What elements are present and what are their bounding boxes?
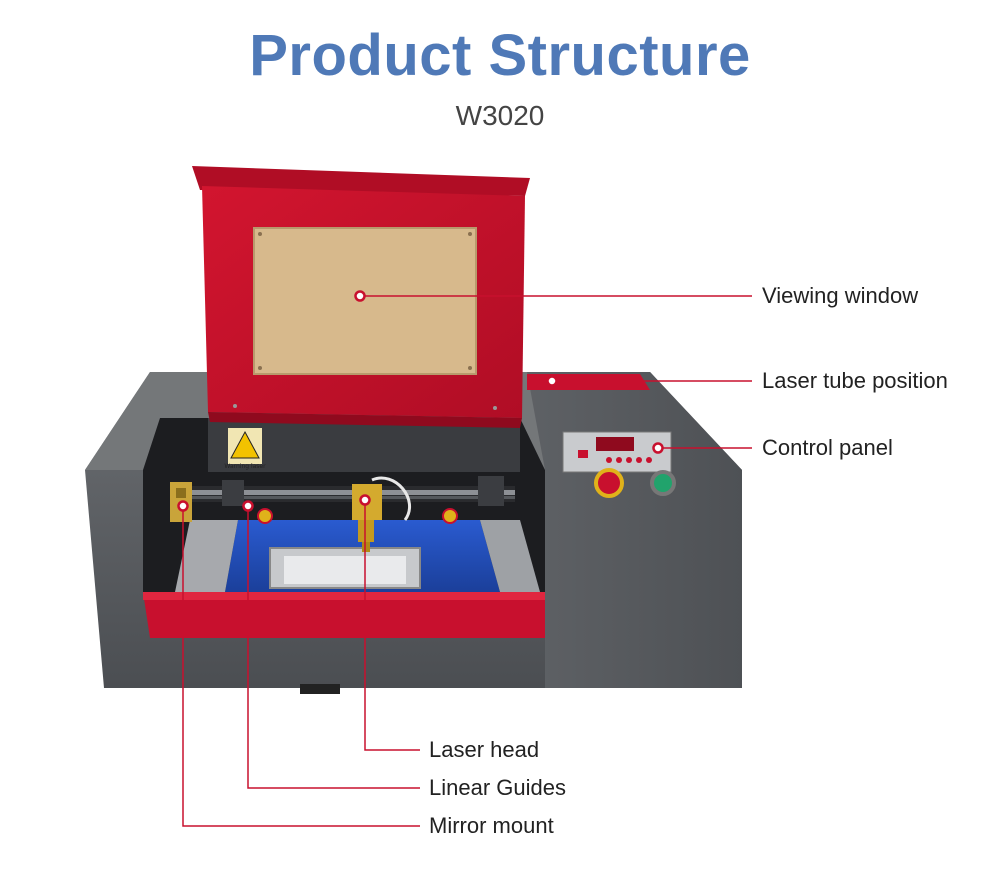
line-linear-guides [247,506,420,789]
dot-viewing-window [354,290,366,302]
callout-control-panel: Control panel [762,435,893,460]
viewing-window-panel [253,227,477,375]
callout-mirror-mount: Mirror mount [429,813,554,838]
laser-head-part [352,476,412,552]
control-panel-part [562,431,676,498]
line-laser-head [364,500,420,751]
emergency-stop-button [594,468,624,498]
callout-viewing-window: Viewing window [762,283,919,308]
callout-laser-tube-position: Laser tube position [762,368,948,393]
callout-linear-guides: Linear Guides [429,775,566,800]
callout-dots [177,290,664,512]
lid [192,166,530,428]
callout-laser-head: Laser head [429,737,540,762]
dot-laser-tube-position [546,375,558,387]
front-red-panel [143,592,545,638]
page-title: Product Structure [249,23,751,88]
dot-linear-guides [242,500,254,512]
model-subtitle: W3020 [455,100,545,131]
dot-control-panel [652,442,664,454]
work-chamber: Warning laser [143,418,545,592]
dot-mirror-mount [177,500,189,512]
line-mirror-mount [182,506,420,827]
start-button [650,470,676,496]
callout-lines [182,295,752,827]
dot-laser-head [359,494,371,506]
laser-tube-cover [527,374,650,390]
warning-sticker-text: Warning laser [224,463,266,470]
